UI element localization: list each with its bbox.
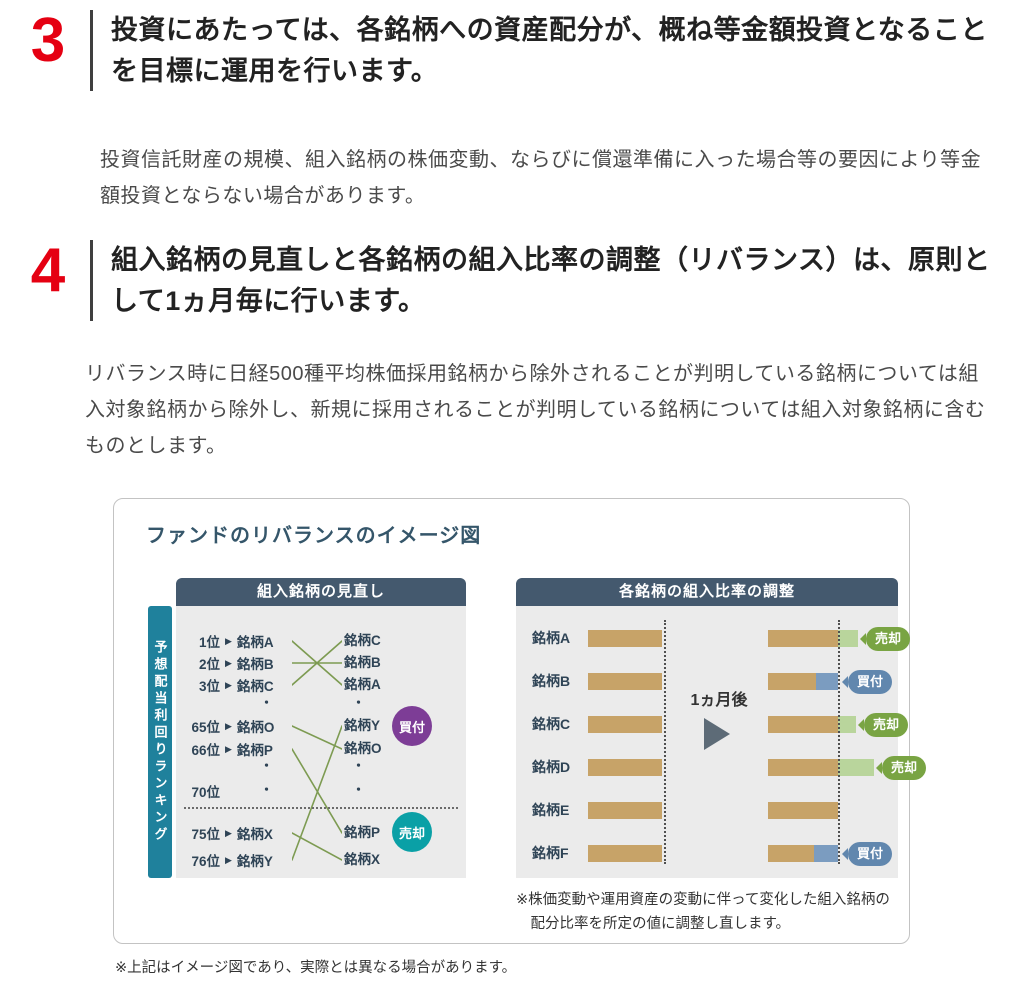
ellipsis-dot: ・ [260,782,274,797]
stock-label: 銘柄P [236,743,273,758]
rebalance-figure: ファンドのリバランスのイメージ図 予想配当利回りランキング 組入銘柄の見直し 1… [113,498,927,944]
stock-label: 銘柄Y [236,854,273,869]
sell-badge: 売却 [859,627,911,651]
adjust-header: 各銘柄の組入比率の調整 [516,578,898,606]
stock-label: 銘柄B [532,673,571,689]
stock-label: 銘柄X [236,827,273,842]
rank-arrow-icon: ▶ [225,720,232,731]
rank-arrow-icon: ▶ [225,854,232,865]
ranking-connector-lines [292,640,342,861]
dividend-ranking-side-label: 予想配当利回りランキング [148,606,172,878]
rank-label: 65位 [191,720,220,735]
allocation-bar [768,845,814,862]
rank-arrow-icon: ▶ [225,635,232,646]
buy-badge: 買付 [841,842,893,866]
allocation-bar [768,802,838,819]
allocation-bar [768,716,838,733]
rank-label: 66位 [191,743,220,758]
sell-portion-bar [838,759,874,776]
allocation-bar [588,759,662,776]
section-4-number: 4 [30,236,66,305]
section-4: 4 組入銘柄の見直しと各銘柄の組入比率の調整（リバランス）は、原則として1ヵ月毎… [16,238,1010,321]
allocation-bar [588,630,662,647]
rank-row: 65位 ▶ 銘柄O [184,717,274,735]
ranking-cutoff-line [184,807,458,809]
stock-label: 銘柄B [344,655,381,670]
sell-portion-bar [838,630,858,647]
stock-label: 銘柄C [344,633,381,648]
rank-label: 1位 [198,635,220,650]
rank-row: 66位 ▶ 銘柄P [184,740,273,758]
buy-portion-bar [816,673,838,690]
allocation-bar [588,673,662,690]
sell-badge: 売却 [392,812,432,852]
allocation-bar [588,845,662,862]
section-3-number: 3 [30,6,66,75]
one-month-later-label: 1ヵ月後 [690,692,748,709]
rank-row: 76位 ▶ 銘柄Y [184,851,273,869]
rank-row: 2位 ▶ 銘柄B [184,654,274,672]
stock-label: 銘柄P [344,825,381,840]
ellipsis-dot: ・ [352,695,366,710]
section-3-heading: 投資にあたっては、各銘柄への資産配分が、概ね等金額投資となることを目標に運用を行… [90,10,1010,91]
sell-badge: 売却 [857,713,909,737]
stock-label: 銘柄O [344,741,382,756]
stock-label: 銘柄A [532,630,571,646]
target-allocation-line [838,620,840,864]
stock-label: 銘柄Y [344,718,381,733]
allocation-bar [588,802,662,819]
stock-label: 銘柄C [236,679,274,694]
adjust-panel: 銘柄A 銘柄B 銘柄C 銘柄D 銘柄E 銘柄F 1ヵ月後 [516,606,927,878]
ellipsis-dot: ・ [352,758,366,773]
allocation-bar [588,716,662,733]
figure-title: ファンドのリバランスのイメージ図 [146,525,482,547]
allocation-bar [768,630,838,647]
allocation-bar [768,673,816,690]
review-header: 組入銘柄の見直し [176,578,466,606]
right-arrow-icon [704,718,730,750]
buy-portion-bar [814,845,838,862]
section-4-body: リバランス時に日経500種平均株価採用銘柄から除外されることが判明している銘柄に… [85,363,986,457]
stock-label: 銘柄O [236,720,275,735]
rank-label: 76位 [191,854,220,869]
sell-portion-bar [838,716,856,733]
stock-label: 銘柄A [236,635,274,650]
section-3-body: 投資信託財産の規模、組入銘柄の株価変動、ならびに償還準備に入った場合等の要因によ… [100,149,982,207]
stock-label: 銘柄E [532,802,570,818]
buy-badge: 買付 [841,670,893,694]
rank-label: 2位 [198,657,220,672]
target-allocation-line [664,620,666,864]
rank-row: 3位 ▶ 銘柄C [184,676,274,694]
rank-row: 70位 [184,782,220,800]
adjust-footnote: ※株価変動や運用資産の変動に伴って変化した組入銘柄の配分比率を所定の値に調整し直… [516,892,890,932]
page-footnote: ※上記はイメージ図であり、実際とは異なる場合があります。 [115,960,517,976]
rank-label: 3位 [198,679,220,694]
ellipsis-dot: ・ [260,758,274,773]
side-label-text: 予想配当利回りランキング [152,640,168,844]
ellipsis-dot: ・ [260,695,274,710]
buy-badge: 買付 [392,706,432,746]
sell-badge: 売却 [875,756,927,780]
rank-label: 70位 [191,785,220,800]
rank-arrow-icon: ▶ [225,679,232,690]
allocation-bar [768,759,838,776]
section-4-heading: 組入銘柄の見直しと各銘柄の組入比率の調整（リバランス）は、原則として1ヵ月毎に行… [90,240,1010,321]
rank-arrow-icon: ▶ [225,657,232,668]
stock-label: 銘柄F [532,845,569,861]
stock-label: 銘柄D [532,759,571,775]
stock-label: 銘柄C [532,716,571,732]
stock-label: 銘柄A [344,677,381,692]
rank-arrow-icon: ▶ [225,827,232,838]
stock-label: 銘柄X [344,852,381,867]
rank-arrow-icon: ▶ [225,743,232,754]
rank-label: 75位 [191,827,220,842]
section-3: 3 投資にあたっては、各銘柄への資産配分が、概ね等金額投資となることを目標に運用… [16,8,1010,91]
stock-label: 銘柄B [236,657,274,672]
rank-row: 75位 ▶ 銘柄X [184,824,273,842]
rank-row: 1位 ▶ 銘柄A [184,632,274,650]
review-panel: 1位 ▶ 銘柄A 2位 ▶ 銘柄B 3位 ▶ 銘柄C 65位 ▶ 銘柄O 66位 [176,606,466,878]
ellipsis-dot: ・ [352,782,366,797]
